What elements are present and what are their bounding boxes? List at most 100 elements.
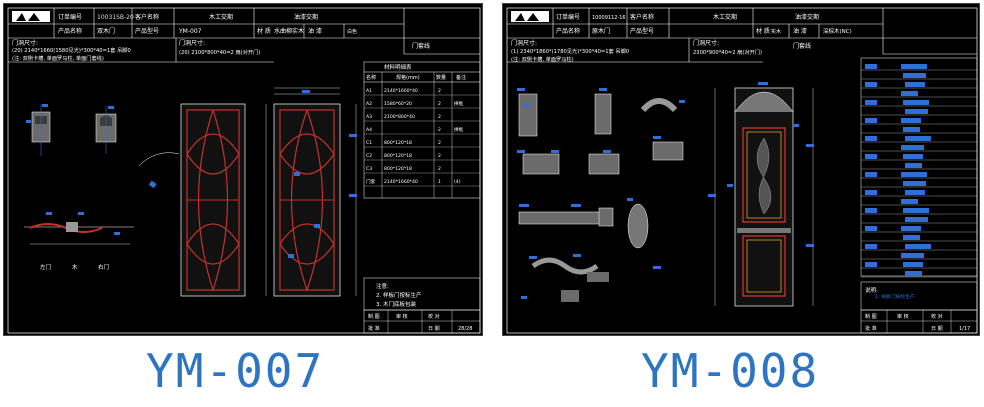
profile-detail-left	[26, 104, 51, 156]
table-cell: C3	[366, 166, 372, 172]
size-line2: (注: 双侧卡槽, 单面罗马柱, 单面门套线)	[12, 54, 104, 62]
table-block	[901, 226, 921, 231]
notes-block-2: 说明: 1. 样板门按标生产	[860, 281, 978, 311]
door-elevation	[708, 82, 814, 307]
b-f-0: 制 图	[865, 313, 877, 320]
door-swing-arc	[138, 152, 180, 167]
table-cell: 800*120*18	[384, 153, 412, 159]
hdr2-5: 水曲柳实木	[274, 27, 304, 35]
table-block	[903, 100, 929, 105]
table-cell: 2	[438, 88, 441, 94]
b-hdr2-2: 产品型号	[630, 27, 654, 35]
hdr2-7: 白色	[347, 28, 357, 35]
b-f-2: 校 对	[931, 313, 943, 320]
f-1: 审 核	[396, 313, 408, 320]
b-page-number: 1/17	[959, 326, 970, 332]
table-block	[905, 190, 925, 195]
hdr2-3: YM-007	[178, 28, 202, 35]
b-size-label: 门洞尺寸:	[511, 39, 537, 47]
table-block	[903, 235, 920, 240]
table-block	[903, 127, 920, 132]
hdr2-6: 油 漆	[308, 27, 322, 35]
table-cell: A3	[366, 114, 372, 120]
table-cell: C2	[366, 153, 372, 159]
notes-title: 注意:	[376, 282, 389, 290]
hdr1-2: 客户名称	[135, 13, 159, 21]
profile-details	[518, 93, 684, 302]
page-number: 28/28	[458, 326, 472, 332]
th-1: 规格(mm)	[396, 74, 420, 81]
hdr1-1: 10031SB-20	[97, 14, 134, 21]
table-cell: 2	[438, 166, 441, 172]
table-cell: 800*120*18	[384, 140, 412, 146]
table-block	[865, 226, 877, 231]
table-block	[865, 172, 877, 177]
table-block	[905, 163, 922, 168]
b-hdr2-0: 产品名称	[556, 27, 580, 35]
table-title: 材料明细表	[384, 63, 412, 71]
table-cell: C1	[366, 140, 372, 146]
table-block	[865, 262, 877, 267]
b-hdr1-0: 订单编号	[556, 13, 580, 21]
table-block	[865, 190, 877, 195]
table-block	[903, 73, 926, 78]
table-block	[865, 118, 877, 123]
table-cell: 2100*800*40	[384, 114, 415, 120]
door-elevation-front	[180, 103, 246, 297]
note-1: 2. 样板门按标生产	[376, 291, 422, 299]
b-size-line3: 2300*900*40=2 扇(对开门)	[693, 48, 762, 56]
b-hdr2-4: 材 质	[756, 27, 770, 35]
hdr1-3: 木工交期	[209, 13, 233, 21]
size-label-2: 门洞尺寸:	[179, 39, 205, 47]
b-right-label: 门套线	[793, 42, 811, 50]
table-block	[901, 145, 924, 150]
table-cell: A4	[366, 127, 372, 133]
right-label: 门套线	[412, 42, 430, 50]
title-block-footer-2: 制 图 审 核 校 对 批 准 日 期 1/17	[860, 309, 978, 334]
b-hdr2-1: 原木门	[592, 27, 610, 35]
table-block	[901, 64, 927, 69]
table-block	[905, 244, 931, 249]
table-cell: 拼框	[454, 126, 464, 133]
th-0: 名称	[366, 74, 376, 81]
table-cell: 1	[438, 179, 441, 185]
size-line3: (20) 2100*800*40=2 扇(对开门)	[179, 48, 260, 56]
table-block	[901, 172, 927, 177]
table-cell: 2140*1660*40	[384, 88, 418, 94]
table-block	[865, 100, 877, 105]
table-cell: 1580*60*20	[384, 101, 412, 107]
b-hdr2-5: 实木	[771, 28, 781, 35]
f-2: 校 对	[428, 313, 440, 320]
table-cell: 门套	[366, 178, 376, 185]
th-2: 数量	[436, 74, 446, 81]
b-size-line1: (1) 2340*1860*(1780见光)*300*40=1套 吊脚0	[511, 47, 629, 55]
hdr2-0: 产品名称	[58, 27, 82, 35]
cad-drawing-ym-007: 订单编号 10031SB-20 客户名称 木工交期 油漆交期 产品名称 双木门 …	[7, 7, 481, 334]
b-size-line2: (注: 双侧卡槽, 单面罗马柱)	[511, 55, 574, 63]
b-size-label-2: 门洞尺寸:	[693, 39, 719, 47]
f-0: 制 图	[368, 313, 380, 320]
table-cell: 800*120*18	[384, 166, 412, 172]
hdr2-4: 材 质	[257, 27, 271, 35]
notes-block: 注意: 2. 样板门按标生产 3. 木门底板包装	[363, 277, 481, 311]
table-block	[901, 199, 918, 204]
dimension-markers	[517, 88, 685, 299]
company-logo	[12, 11, 50, 22]
table-cell: (4)	[454, 179, 461, 185]
b-hdr1-4: 油漆交期	[795, 13, 819, 21]
b-hdr2-6: 油 漆	[793, 27, 807, 35]
table-cell: A1	[366, 88, 372, 94]
table-block	[901, 118, 921, 123]
b-hdr2-7: 深棕木(NC)	[823, 27, 852, 35]
b-hdr1-2: 客户名称	[630, 13, 654, 21]
door-elevation-back	[265, 87, 357, 297]
table-cell: 2	[438, 140, 441, 146]
table-block	[865, 208, 877, 213]
table-block	[903, 181, 926, 186]
model-code-ym-008: YM-008	[641, 344, 820, 398]
plan-section-detail	[24, 212, 134, 245]
hdr1-4: 油漆交期	[294, 13, 318, 21]
drawing-panel-ym-007: 订单编号 10031SB-20 客户名称 木工交期 油漆交期 产品名称 双木门 …	[3, 3, 483, 336]
label-right-door: 右门	[98, 263, 109, 271]
